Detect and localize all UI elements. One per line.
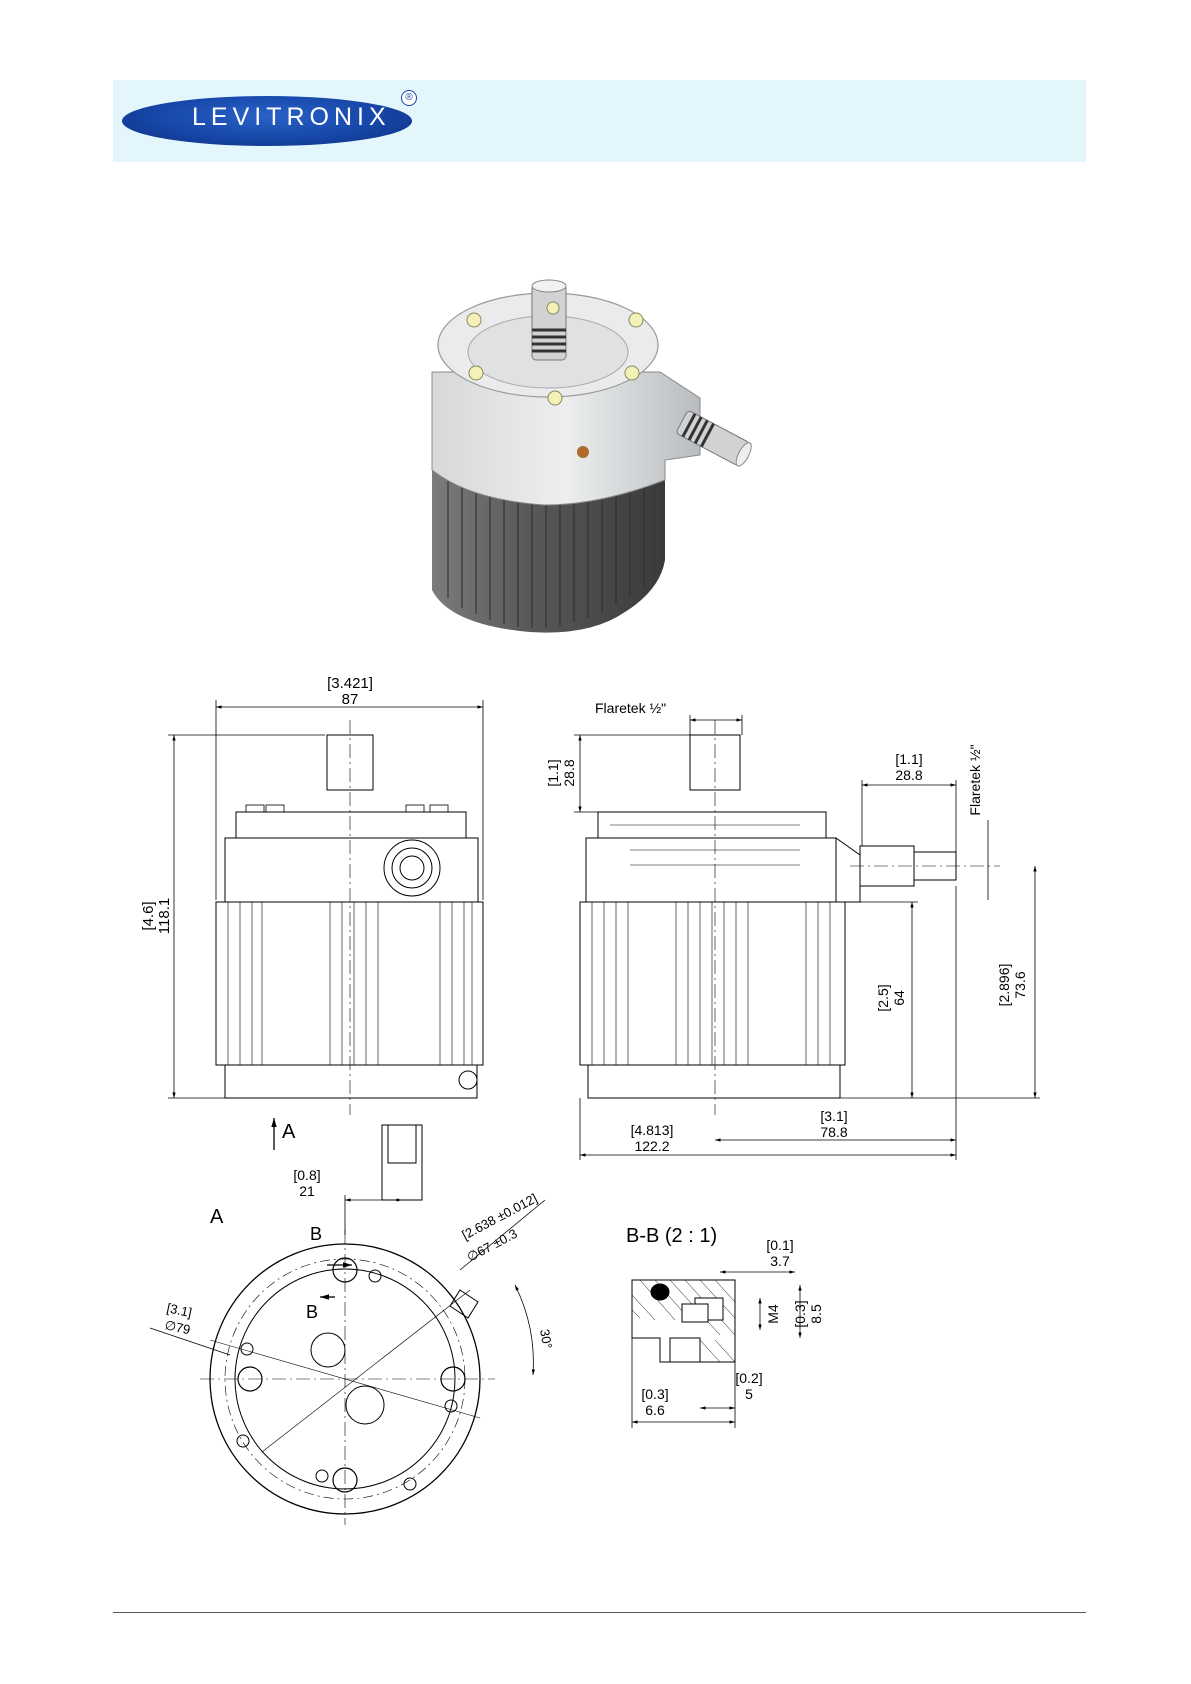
port-side-len-in: [1.1] bbox=[895, 751, 922, 767]
port-side-len-mm: 28.8 bbox=[895, 767, 922, 783]
bb-total-in: [0.3] bbox=[641, 1386, 668, 1402]
pump-3d-render bbox=[432, 280, 754, 633]
port-side-label: Flaretek ½" bbox=[967, 744, 983, 815]
bb-height-mm: 8.5 bbox=[808, 1304, 824, 1324]
bb-thread: M4 bbox=[765, 1304, 781, 1324]
bottom-view bbox=[200, 1125, 495, 1525]
front-view-dimensions bbox=[168, 700, 483, 1150]
bb-height-in: [0.3] bbox=[792, 1300, 808, 1327]
bb-depth-mm: 3.7 bbox=[770, 1253, 790, 1269]
angle-label: 30° bbox=[537, 1328, 555, 1350]
front-width-in: [3.421] bbox=[327, 675, 373, 692]
footer-rule bbox=[113, 1612, 1086, 1613]
offset-in: [3.1] bbox=[820, 1108, 847, 1124]
front-view bbox=[216, 720, 483, 1115]
bb-total-mm: 6.6 bbox=[645, 1402, 665, 1418]
bb-depth-in: [0.1] bbox=[766, 1237, 793, 1253]
body-height-in: [2.5] bbox=[875, 984, 891, 1011]
view-arrow-label: A bbox=[282, 1121, 296, 1143]
port-top-height-in: [1.1] bbox=[545, 759, 561, 786]
total-len-mm: 122.2 bbox=[634, 1138, 669, 1154]
bb-width-in: [0.2] bbox=[735, 1370, 762, 1386]
front-height-mm: 118.1 bbox=[156, 898, 173, 934]
bottom-offset-in: [0.8] bbox=[293, 1167, 320, 1183]
offset-mm: 78.8 bbox=[820, 1124, 847, 1140]
section-bb-view bbox=[632, 1280, 735, 1362]
front-height-in: [4.6] bbox=[140, 901, 157, 930]
section-mark-left: B bbox=[306, 1302, 318, 1322]
section-bb-title: B-B (2 : 1) bbox=[626, 1225, 717, 1247]
port-axis-height-in: [2.896] bbox=[996, 964, 1012, 1007]
port-top-height-mm: 28.8 bbox=[561, 759, 577, 786]
port-top-label: Flaretek ½" bbox=[595, 700, 666, 716]
section-mark-top: B bbox=[310, 1224, 322, 1244]
view-a-title: A bbox=[210, 1206, 224, 1228]
port-axis-height-mm: 73.6 bbox=[1012, 971, 1028, 998]
bb-width-mm: 5 bbox=[745, 1386, 753, 1402]
front-width-mm: 87 bbox=[342, 691, 359, 708]
body-height-mm: 64 bbox=[891, 990, 907, 1006]
side-view bbox=[580, 720, 1000, 1115]
total-len-in: [4.813] bbox=[631, 1122, 674, 1138]
bottom-offset-mm: 21 bbox=[299, 1183, 315, 1199]
